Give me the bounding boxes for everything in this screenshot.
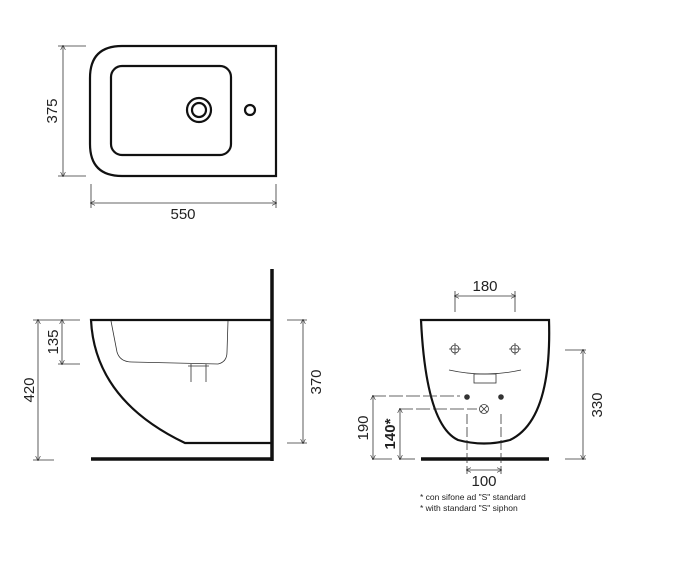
dim-body-height: 370 bbox=[287, 320, 325, 443]
bidet-outline-side bbox=[89, 318, 272, 445]
bowl-profile bbox=[110, 320, 229, 365]
note-english: * with standard "S" siphon bbox=[420, 503, 518, 513]
fixing-spacing-label: 180 bbox=[472, 278, 497, 295]
drain-pipe bbox=[188, 364, 209, 382]
bowl-outline bbox=[109, 64, 233, 157]
supply-inlet-icon bbox=[498, 394, 504, 400]
inlet-height-label: 190 bbox=[355, 415, 372, 440]
side-view: 420 135 370 bbox=[21, 269, 325, 461]
note-italian: * con sifone ad "S" standard bbox=[420, 492, 526, 502]
overflow-slot bbox=[473, 373, 497, 384]
fixing-hole-icon bbox=[509, 343, 521, 355]
bidet-outline-top bbox=[88, 44, 278, 178]
drain-inner bbox=[190, 101, 208, 119]
top-view: 375 550 bbox=[44, 44, 278, 223]
body-height-label: 370 bbox=[308, 369, 325, 394]
dim-fixing-spacing: 180 bbox=[455, 278, 515, 312]
dim-depth: 375 bbox=[44, 46, 86, 176]
front-view: 180 330 190 140* 100 * con sifone ad "S"… bbox=[355, 278, 606, 513]
width-label: 550 bbox=[170, 206, 195, 223]
depth-label: 375 bbox=[44, 98, 61, 123]
dim-bowl-depth: 135 bbox=[45, 320, 80, 364]
front-height-label: 330 bbox=[589, 392, 606, 417]
dim-inlet-height: 190 bbox=[355, 396, 460, 459]
dim-height: 420 bbox=[21, 320, 80, 460]
bidet-outline-front bbox=[419, 318, 551, 445]
dim-front-height: 330 bbox=[565, 350, 606, 459]
dim-siphon-height: 140* bbox=[382, 409, 477, 459]
dim-outlet-spacing: 100 bbox=[467, 414, 501, 490]
waste-outlet-icon bbox=[479, 404, 489, 414]
tap-hole-icon bbox=[243, 103, 257, 117]
drain-icon bbox=[185, 96, 213, 124]
dim-width: 550 bbox=[91, 184, 276, 223]
siphon-height-label: 140* bbox=[382, 418, 399, 449]
rim-arc bbox=[448, 369, 522, 375]
bowl-depth-label: 135 bbox=[45, 329, 62, 354]
outlet-spacing-label: 100 bbox=[471, 473, 496, 490]
fixing-hole-icon bbox=[449, 343, 461, 355]
height-label: 420 bbox=[21, 377, 38, 402]
supply-inlet-icon bbox=[464, 394, 470, 400]
